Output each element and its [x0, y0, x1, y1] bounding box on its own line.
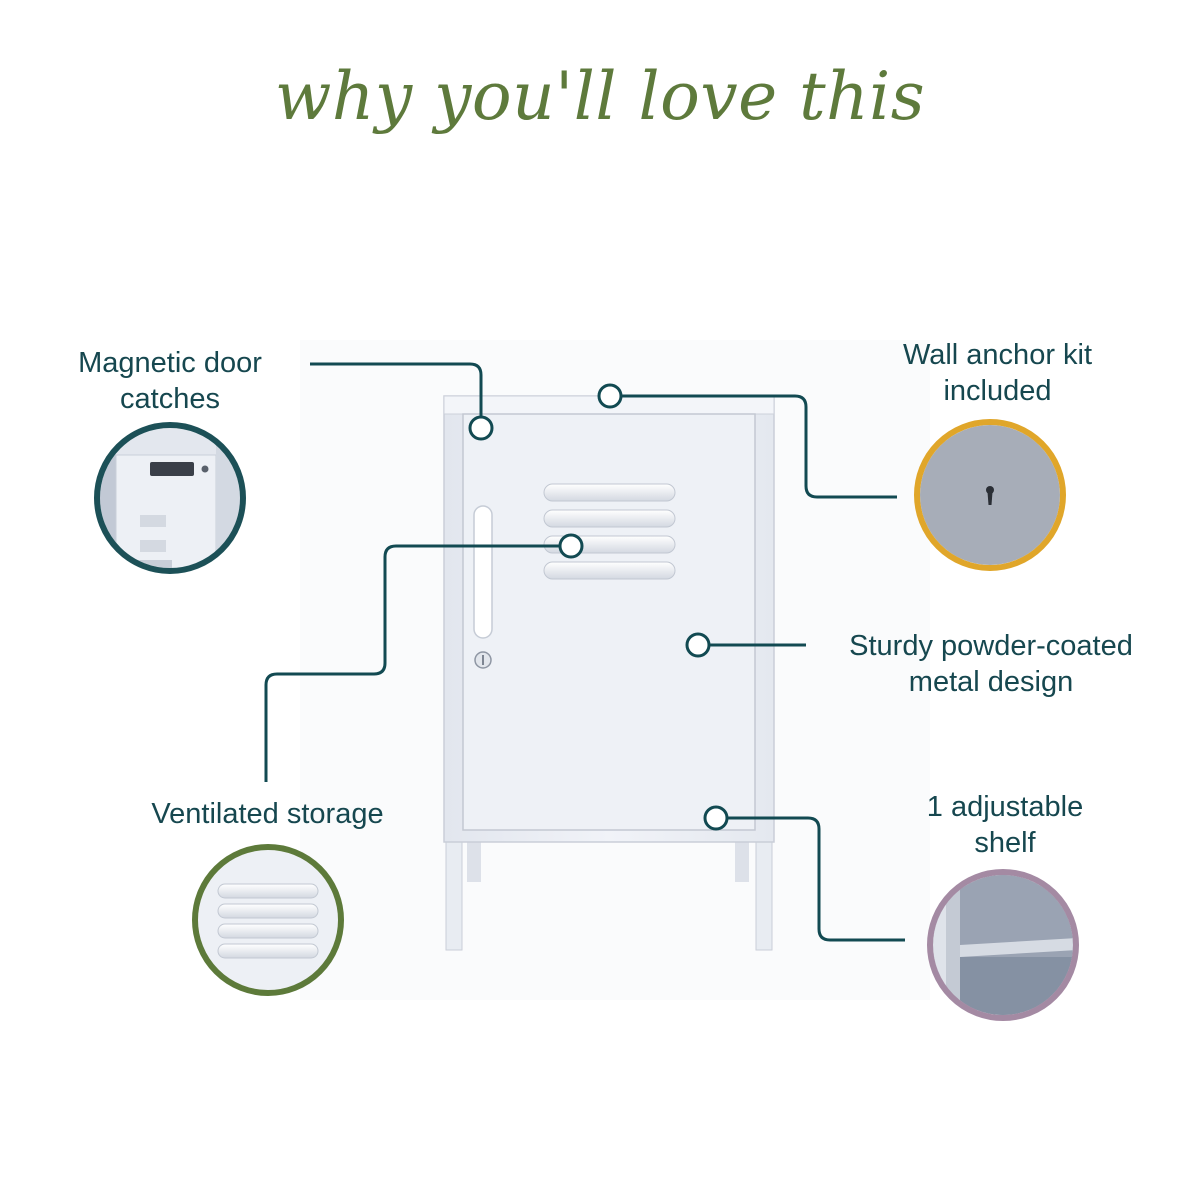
magnetic-catch-detail [94, 422, 246, 574]
wall-anchor-detail [914, 419, 1066, 571]
magnetic-ring [94, 422, 246, 574]
label-line: Magnetic door [78, 347, 262, 379]
callout-line-shelf [728, 816, 905, 942]
shelf-icon [960, 938, 1073, 957]
shelf-detail [927, 869, 1079, 1021]
rear-left-leg [467, 838, 481, 882]
callout-line-ventilated [264, 544, 560, 782]
front-right-leg [755, 837, 773, 951]
label-line: Ventilated storage [151, 798, 384, 830]
front-left-leg [445, 837, 463, 951]
label-line: Sturdy powder-coated [849, 630, 1133, 662]
ventilated-detail [192, 844, 344, 996]
callout-line-wall-anchor [622, 394, 897, 499]
label-wall-anchor-kit: Wall anchor kit included [860, 337, 1135, 409]
page-title: why you'll love this [274, 58, 926, 135]
door-handle [473, 505, 493, 639]
vent-slat [543, 483, 676, 502]
door-vents [543, 483, 676, 580]
callout-dot-shelf [703, 805, 729, 831]
callout-dot-magnetic [468, 415, 494, 441]
label-sturdy-metal-design: Sturdy powder-coated metal design [815, 628, 1167, 700]
label-line: 1 adjustable [926, 791, 1084, 823]
wall-anchor-ring [914, 419, 1066, 571]
label-line: Wall anchor kit [902, 339, 1093, 371]
callout-dot-ventilated [558, 533, 584, 559]
label-line: included [943, 375, 1052, 407]
rear-right-leg [735, 838, 749, 882]
vent-slat [543, 561, 676, 580]
callout-dot-wall-anchor [597, 383, 623, 409]
shelf-ring [927, 869, 1079, 1021]
callout-line-magnetic [310, 362, 483, 416]
cabinet-door [462, 413, 756, 831]
magnet-catch-icon [150, 462, 194, 476]
label-magnetic-door-catches: Magnetic door catches [40, 345, 300, 417]
lock-keyhole [482, 655, 484, 665]
vent-slats-icon [217, 883, 319, 899]
label-line: catches [120, 383, 220, 415]
locker-cabinet [443, 395, 775, 951]
label-adjustable-shelf: 1 adjustable shelf [880, 789, 1130, 861]
callout-dot-sturdy [685, 632, 711, 658]
ventilated-ring [192, 844, 344, 996]
label-line: metal design [908, 666, 1074, 698]
label-line: shelf [974, 827, 1036, 859]
vent-slat [543, 509, 676, 528]
label-ventilated-storage: Ventilated storage [110, 796, 425, 832]
